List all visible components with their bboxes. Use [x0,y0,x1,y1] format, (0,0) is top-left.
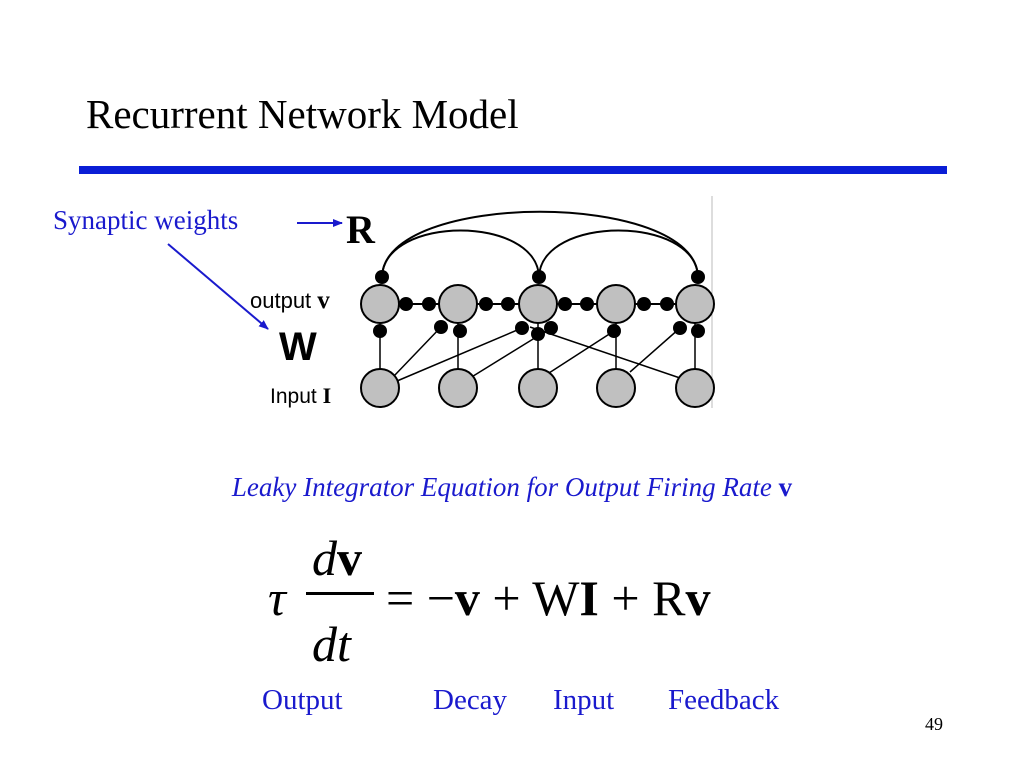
input-neuron [518,368,558,408]
num-d: d [312,530,337,586]
W-symbol: W [532,570,580,626]
input-neuron [438,368,478,408]
synaptic-weights-label: Synaptic weights [53,205,239,235]
synapse-dot [637,297,651,311]
synapse-dot [515,321,529,335]
equals-sign: = [386,570,415,626]
synapse-dot [691,324,705,338]
R-symbol: R [652,570,686,626]
page-number: 49 [925,714,943,734]
input-layer-label: Input I [270,383,331,409]
recurrent-weights-label: R [346,207,375,252]
feedback-v: v [685,570,711,626]
slide-title: Recurrent Network Model [86,91,519,137]
arrow-to-W [167,243,269,330]
decay-v: v [454,570,480,626]
equation-heading-symbol: v [778,472,793,502]
synapse-dot [422,297,436,311]
output-neuron [360,284,400,324]
synapse-dot [434,320,448,334]
derivative-numerator: dv [312,533,362,583]
fraction-bar [306,592,374,595]
synapse-dot [375,270,389,284]
term-decay-label: Decay [433,684,508,716]
synapse-dot [580,297,594,311]
synapse-dot [531,327,545,341]
output-symbol: v [317,287,330,314]
derivative-denominator: dt [312,616,351,672]
ff-conn [548,330,615,374]
title-divider [79,166,947,174]
output-text: output [250,288,312,313]
minus-sign: − [426,570,455,626]
equation-heading-text: Leaky Integrator Equation for Output Fir… [231,472,772,502]
output-layer-label: output v [250,287,330,315]
output-neuron [596,284,636,324]
input-neuron [675,368,715,408]
tau-symbol: τ [268,570,286,626]
output-neuron [518,284,558,324]
synapse-dot [479,297,493,311]
plus-sign-2: + [611,570,640,626]
ff-conn [529,326,681,379]
ff-conn [396,327,523,382]
feedforward-weights-label: W [279,325,317,369]
I-symbol: I [579,570,599,626]
synapse-dot [558,297,572,311]
recurrent-arc-1-3 [381,229,540,278]
input-text: Input [270,385,317,408]
output-neuron [675,284,715,324]
synapse-dot [607,324,621,338]
ff-conn [393,326,442,377]
ff-conn [629,327,681,373]
output-neuron [438,284,478,324]
term-feedback-label: Feedback [668,684,780,716]
equation-heading: Leaky Integrator Equation for Output Fir… [0,472,1024,503]
synapse-dot [399,297,413,311]
synapse-dot [673,321,687,335]
recurrent-arc-3-5 [538,229,699,278]
term-output-label: Output [262,684,343,716]
synapse-dot [373,324,387,338]
synapse-dot [691,270,705,284]
input-neuron [360,368,400,408]
input-symbol: I [322,383,332,408]
synapse-dot [501,297,515,311]
num-v: v [337,530,362,586]
synapse-dot [544,321,558,335]
term-input-label: Input [553,684,615,716]
input-neuron [596,368,636,408]
equation-rhs: = −v + WI + Rv [386,573,710,623]
synapse-dot [660,297,674,311]
plus-sign-1: + [492,570,521,626]
synapse-dot [453,324,467,338]
synapse-dot [532,270,546,284]
